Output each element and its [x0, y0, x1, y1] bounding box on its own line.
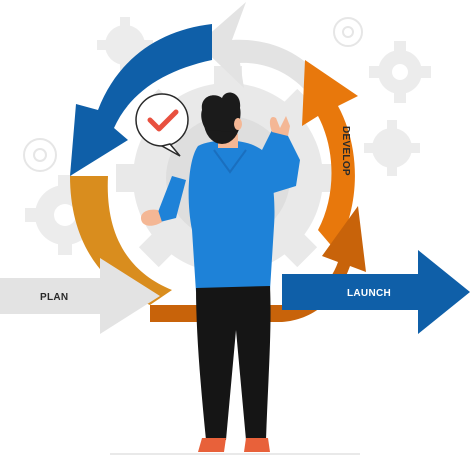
background-gear-icon: [333, 17, 363, 47]
person-ear: [234, 118, 242, 130]
develop-label: DEVELOP: [340, 126, 351, 176]
person-left-hand: [140, 209, 162, 226]
launch-arrow: [282, 250, 470, 334]
cycle-arrow-dark-orange: [150, 206, 366, 322]
checkmark-icon: [147, 109, 179, 132]
plan-arrow: [0, 258, 160, 334]
launch-label: LAUNCH: [347, 288, 391, 299]
checkmark-badge: [135, 93, 189, 157]
cycle-arrow-gold: [70, 176, 172, 305]
person-hair: [201, 92, 241, 132]
background-gear-icon: [364, 120, 420, 176]
person-pants: [196, 286, 271, 440]
cycle-arrow-orange: [302, 60, 358, 250]
background-gear-icon: [369, 41, 431, 103]
cycle-arrow-gray: [198, 2, 322, 90]
cycle-arrow-blue: [70, 24, 212, 176]
person-right-hand: [269, 116, 290, 136]
person-left-shoe: [198, 438, 226, 452]
person-left-arm: [158, 176, 186, 222]
person-shirt: [188, 140, 275, 292]
background-gear-icon: [23, 138, 57, 172]
plan-label: PLAN: [40, 292, 68, 303]
person-right-shoe: [244, 438, 270, 452]
person-figure: [140, 92, 300, 452]
